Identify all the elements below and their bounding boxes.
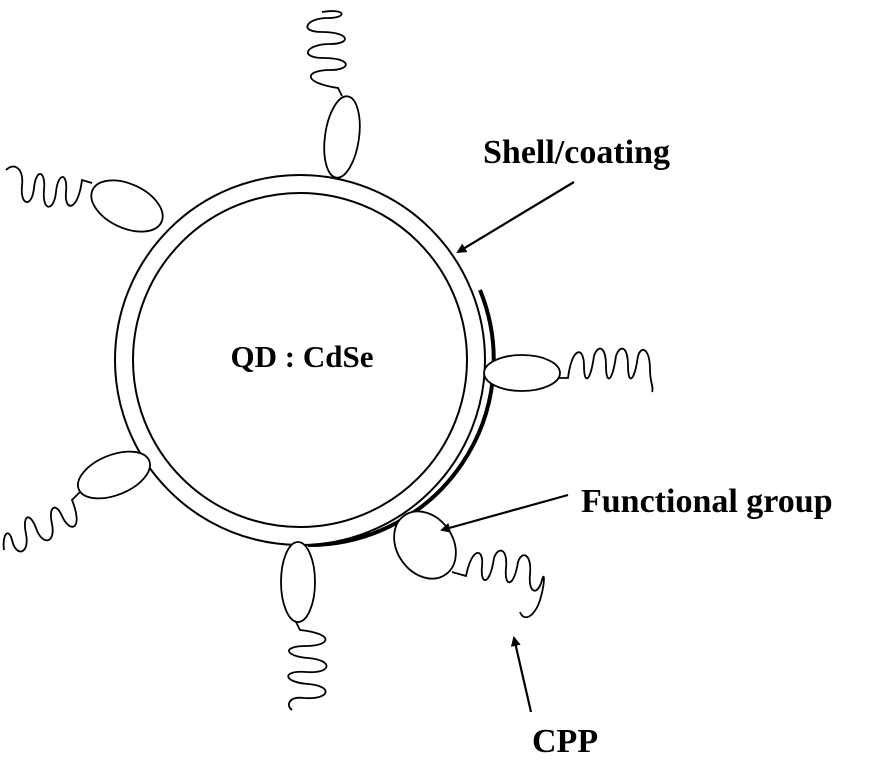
functional-group-label: Functional group <box>581 483 833 520</box>
cpp-coil <box>306 10 347 97</box>
ligand-right <box>483 347 654 393</box>
cpp-label: CPP <box>532 723 598 760</box>
shell-arrow <box>456 181 575 254</box>
shell-label: Shell/coating <box>483 134 670 171</box>
ligand-bottom <box>280 541 328 711</box>
ligand-upper-left <box>5 165 164 233</box>
cpp-coil <box>451 549 545 619</box>
functional-group-ellipse <box>77 450 151 500</box>
functional-group-ellipse <box>280 541 316 623</box>
cpp-coil <box>558 347 654 393</box>
ligand-lower-right <box>393 510 545 619</box>
ligand-top <box>306 10 361 179</box>
functional-group-ellipse <box>90 179 164 233</box>
cpp-coil <box>5 165 93 208</box>
functional-group-ellipse <box>323 95 361 179</box>
qd-core <box>132 192 468 528</box>
functional-group-ellipse <box>483 354 561 392</box>
cpp-arrow <box>510 636 533 713</box>
ligand-lower-left <box>2 450 151 553</box>
cpp-coil <box>2 491 81 553</box>
cpp-coil <box>287 621 328 711</box>
core-label: QD : CdSe <box>231 339 374 374</box>
functional-group-arrow <box>440 493 569 533</box>
